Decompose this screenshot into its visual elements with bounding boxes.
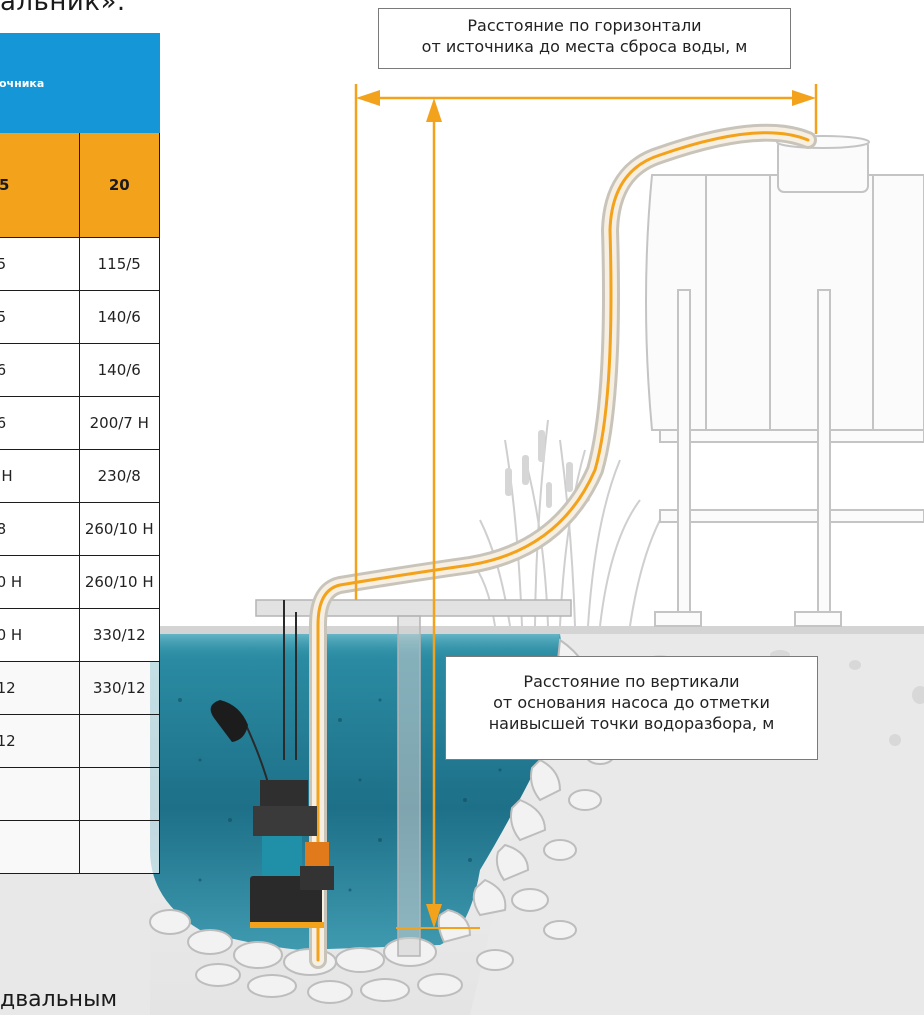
table-header-blue-row: очника <box>0 33 160 133</box>
table-cell: 0/12 <box>0 661 80 715</box>
table-row: 0/12 <box>0 714 160 768</box>
table-row <box>0 767 160 821</box>
table-cell: 260/10 H <box>78 502 160 556</box>
table-cell: 0/8 <box>0 502 80 556</box>
table-cell <box>0 767 80 821</box>
horizontal-dimension <box>354 84 818 600</box>
table-cell: 115/5 <box>78 237 160 291</box>
horizontal-distance-line2: от источника до места сброса воды, м <box>421 37 748 56</box>
table-cell: 5/5 <box>0 237 80 291</box>
water-tank <box>645 135 924 627</box>
table-cell: /10 H <box>0 608 80 662</box>
table-row: 5/5115/5 <box>0 237 160 291</box>
vertical-distance-label: Расстояние по вертикали от основания нас… <box>445 656 818 760</box>
table-cell: 5/5 <box>0 290 80 344</box>
table-cell: 0/12 <box>0 714 80 768</box>
hose <box>309 123 817 969</box>
vertical-distance-line1: Расстояние по вертикали <box>523 672 740 691</box>
table-cell: /7 H <box>0 449 80 503</box>
table-header-cell: 20 <box>78 132 160 238</box>
table-cell: 140/6 <box>78 343 160 397</box>
table-cell <box>78 714 160 768</box>
table-header-cell: 5 <box>0 132 80 238</box>
table-row <box>0 820 160 874</box>
table-cell: 330/12 <box>78 608 160 662</box>
table-cell: 330/12 <box>78 661 160 715</box>
table-cell: 260/10 H <box>78 555 160 609</box>
table-cell: 140/6 <box>78 290 160 344</box>
water-particles <box>178 698 502 892</box>
stones <box>149 638 615 1004</box>
table-cell: 0/6 <box>0 343 80 397</box>
vertical-distance-line2: от основания насоса до отметки <box>493 693 770 712</box>
vertical-distance-line3: наивысшей точки водоразбора, м <box>488 714 775 733</box>
table-cell <box>78 767 160 821</box>
pier <box>255 599 572 957</box>
table-cell <box>0 820 80 874</box>
table-header-source-label: очника <box>0 76 45 90</box>
table-header-source: очника <box>0 33 160 133</box>
vertical-dimension <box>396 98 480 929</box>
horizontal-distance-line1: Расстояние по горизонтали <box>467 16 702 35</box>
table-cell: 230/8 <box>78 449 160 503</box>
table-row: 0/12330/12 <box>0 661 160 715</box>
heading-fragment: альник». <box>0 0 126 17</box>
horizontal-distance-label: Расстояние по горизонтали от источника д… <box>378 8 791 69</box>
table-cell <box>78 820 160 874</box>
table-header-orange-row: 5 20 <box>0 132 160 238</box>
submersible-pump <box>210 700 334 928</box>
table-cell: /10 H <box>0 555 80 609</box>
footer-fragment: двальным <box>0 987 118 1012</box>
table-cell: 200/7 H <box>78 396 160 450</box>
table-cell: 0/6 <box>0 396 80 450</box>
